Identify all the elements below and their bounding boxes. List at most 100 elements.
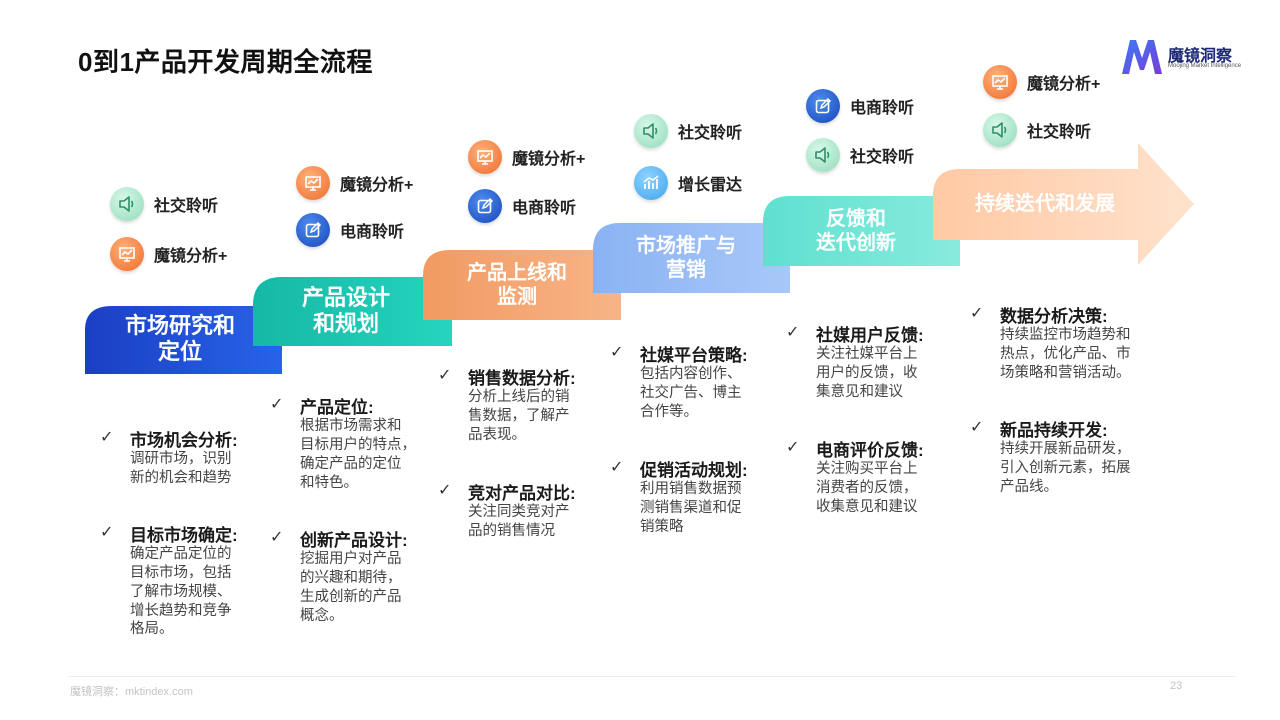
point-market-opportunity: ✓ 市场机会分析: 调研市场，识别 新的机会和趋势 — [100, 426, 270, 496]
point-desc: 利用销售数据预 测销售渠道和促 销策略 — [640, 481, 742, 535]
point-title: 促销活动规划: — [640, 461, 748, 480]
footer-source: 魔镜洞察：mktindex.com — [70, 686, 193, 698]
chart-board-icon — [983, 65, 1017, 99]
speaker-icon — [634, 114, 668, 148]
edit-icon — [296, 213, 330, 247]
point-promotion-planning: ✓ 促销活动规划: 利用销售数据预 测销售渠道和促 销策略 — [610, 456, 780, 536]
check-icon: ✓ — [438, 482, 452, 499]
speaker-icon — [806, 138, 840, 172]
point-title: 新品持续开发: — [1000, 421, 1108, 440]
point-desc: 调研市场，识别 新的机会和趋势 — [130, 451, 232, 486]
brand-logo: 魔镜洞察 Moojing Market Intelligence — [1120, 38, 1250, 78]
tool-label: 社交聆听 — [1027, 124, 1092, 141]
tool-moojing-analysis-1[interactable]: 魔镜分析+ — [110, 237, 227, 271]
point-title: 销售数据分析: — [468, 369, 576, 388]
logo-m-icon — [1122, 40, 1162, 74]
check-icon: ✓ — [970, 305, 984, 322]
stage-5-label: 反馈和 迭代创新 — [816, 208, 896, 254]
point-target-market: ✓ 目标市场确定: 确定产品定位的 目标市场，包括 了解市场规模、 增长趋势和竞… — [100, 521, 270, 641]
stage-6-arrow-shape — [933, 143, 1194, 265]
tool-growth-radar-4[interactable]: 增长雷达 — [634, 166, 742, 200]
logo-brand-text: 魔镜洞察 — [1168, 48, 1233, 65]
stage-4-label: 市场推广与 营销 — [636, 235, 736, 281]
stage-2-label: 产品设计 和规划 — [301, 284, 390, 336]
point-desc: 关注同类竞对产 品的销售情况 — [468, 504, 570, 539]
point-desc: 关注购买平台上 消费者的反馈， 收集意见和建议 — [816, 461, 918, 515]
tool-moojing-analysis-3[interactable]: 魔镜分析+ — [468, 140, 585, 174]
stage-3-label: 产品上线和 监测 — [467, 262, 567, 308]
point-ecom-feedback: ✓ 电商评价反馈: 关注购买平台上 消费者的反馈， 收集意见和建议 — [786, 436, 956, 516]
tool-social-listening-1[interactable]: 社交聆听 — [110, 187, 218, 221]
tool-ecom-listening-2[interactable]: 电商聆听 — [296, 213, 404, 247]
stage-1-shape — [85, 306, 282, 374]
point-title: 创新产品设计: — [300, 531, 408, 550]
tool-ecom-listening-5[interactable]: 电商聆听 — [806, 89, 914, 123]
point-title: 电商评价反馈: — [816, 441, 924, 460]
check-icon: ✓ — [270, 529, 284, 546]
point-title: 社媒用户反馈: — [816, 326, 924, 345]
point-data-decision: ✓ 数据分析决策: 持续监控市场趋势和 热点，优化产品、市 场策略和营销活动。 — [970, 302, 1170, 382]
tool-label: 魔镜分析+ — [154, 248, 228, 265]
tool-moojing-analysis-2[interactable]: 魔镜分析+ — [296, 166, 413, 200]
tool-moojing-analysis-6[interactable]: 魔镜分析+ — [983, 65, 1100, 99]
check-icon: ✓ — [270, 396, 284, 413]
point-desc: 挖掘用户对产品 的兴趣和期待， 生成创新的产品 概念。 — [300, 551, 402, 624]
speaker-icon — [110, 187, 144, 221]
point-innovative-design: ✓ 创新产品设计: 挖掘用户对产品 的兴趣和期待， 生成创新的产品 概念。 — [270, 526, 440, 626]
speaker-icon — [983, 113, 1017, 147]
point-social-strategy: ✓ 社媒平台策略: 包括内容创作、 社交广告、博主 合作等。 — [610, 341, 780, 421]
point-title: 产品定位: — [300, 398, 374, 417]
tool-social-listening-4[interactable]: 社交聆听 — [634, 114, 742, 148]
point-title: 市场机会分析: — [130, 431, 238, 450]
point-product-positioning: ✓ 产品定位: 根据市场需求和 目标用户的特点， 确定产品的定位 和特色。 — [270, 393, 440, 493]
point-desc: 持续开展新品研发， 引入创新元素，拓展 产品线。 — [1000, 441, 1131, 495]
check-icon: ✓ — [610, 459, 624, 476]
tool-label: 魔镜分析+ — [1027, 76, 1101, 93]
point-title: 社媒平台策略: — [640, 346, 748, 365]
stage-2-shape — [253, 277, 452, 346]
stage-5-shape — [763, 196, 960, 266]
tool-label: 增长雷达 — [678, 177, 743, 194]
point-new-product-dev: ✓ 新品持续开发: 持续开展新品研发， 引入创新元素，拓展 产品线。 — [970, 416, 1170, 496]
check-icon: ✓ — [786, 439, 800, 456]
point-desc: 确定产品定位的 目标市场，包括 了解市场规模、 增长趋势和竞争 格局。 — [130, 546, 232, 638]
check-icon: ✓ — [786, 324, 800, 341]
check-icon: ✓ — [610, 344, 624, 361]
tool-label: 电商聆听 — [850, 100, 915, 117]
chart-board-icon — [296, 166, 330, 200]
tool-label: 电商聆听 — [512, 200, 577, 217]
point-title: 竞对产品对比: — [468, 484, 576, 503]
edit-icon — [806, 89, 840, 123]
tool-label: 社交聆听 — [154, 198, 219, 215]
point-title: 目标市场确定: — [130, 526, 238, 545]
check-icon: ✓ — [970, 419, 984, 436]
edit-icon — [468, 189, 502, 223]
check-icon: ✓ — [100, 524, 114, 541]
stage-6-label: 持续迭代和发展 — [975, 193, 1115, 215]
tool-ecom-listening-3[interactable]: 电商聆听 — [468, 189, 576, 223]
footer-divider — [68, 676, 1236, 677]
point-desc: 持续监控市场趋势和 热点，优化产品、市 场策略和营销活动。 — [1000, 327, 1131, 381]
tool-social-listening-5[interactable]: 社交聆听 — [806, 138, 914, 172]
stage-1-label: 市场研究和 定位 — [124, 312, 235, 364]
point-desc: 包括内容创作、 社交广告、博主 合作等。 — [640, 366, 742, 420]
check-icon: ✓ — [100, 429, 114, 446]
point-desc: 分析上线后的销 售数据，了解产 品表现。 — [468, 389, 570, 443]
chart-board-icon — [110, 237, 144, 271]
chart-board-icon — [468, 140, 502, 174]
page-number: 23 — [1170, 680, 1183, 692]
stage-4-shape — [593, 223, 790, 293]
point-sales-analysis: ✓ 销售数据分析: 分析上线后的销 售数据，了解产 品表现。 — [438, 364, 608, 444]
tool-label: 电商聆听 — [340, 224, 405, 241]
point-desc: 关注社媒平台上 用户的反馈，收 集意见和建议 — [816, 346, 918, 400]
point-competitor-compare: ✓ 竞对产品对比: 关注同类竞对产 品的销售情况 — [438, 479, 608, 539]
growth-chart-icon — [634, 166, 668, 200]
page-title: 0到1产品开发周期全流程 — [78, 47, 373, 77]
tool-label: 社交聆听 — [850, 149, 915, 166]
tool-label: 社交聆听 — [678, 125, 743, 142]
point-desc: 根据市场需求和 目标用户的特点， 确定产品的定位 和特色。 — [300, 418, 416, 491]
point-social-feedback: ✓ 社媒用户反馈: 关注社媒平台上 用户的反馈，收 集意见和建议 — [786, 321, 956, 401]
logo-subtitle: Moojing Market Intelligence — [1168, 63, 1242, 69]
tool-social-listening-6[interactable]: 社交聆听 — [983, 113, 1091, 147]
